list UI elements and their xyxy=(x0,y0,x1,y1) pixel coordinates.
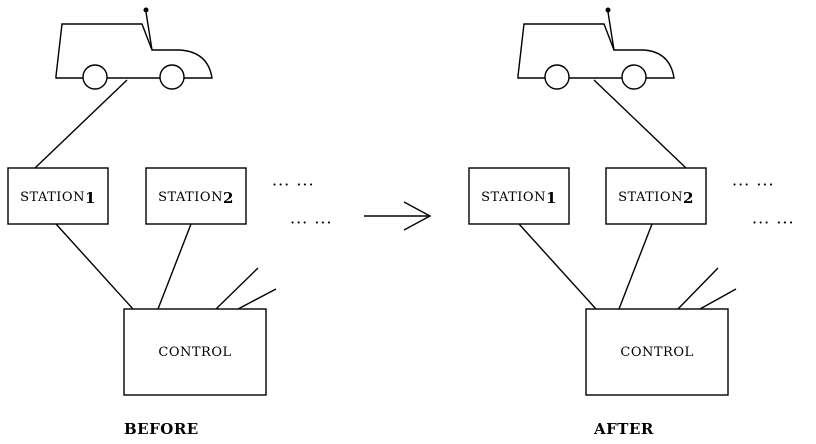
car-to-station2-line xyxy=(593,79,687,169)
control-label: CONTROL xyxy=(620,345,693,360)
station2-label: STATION2 xyxy=(158,189,234,207)
ellipsis-upper: ··· ··· xyxy=(732,175,775,194)
station1-box: STATION1 xyxy=(7,167,109,225)
station2-to-control-line xyxy=(618,223,653,310)
control-extra-line-1 xyxy=(215,267,259,310)
after-caption: AFTER xyxy=(593,420,654,438)
control-box: CONTROL xyxy=(123,308,267,396)
station2-box: STATION2 xyxy=(605,167,707,225)
car-icon xyxy=(517,7,675,90)
arrow-right-icon xyxy=(364,201,432,231)
station2-to-control-line xyxy=(157,223,192,310)
ellipsis-lower: ··· ··· xyxy=(752,213,795,232)
station1-box: STATION1 xyxy=(468,167,570,225)
station2-label: STATION2 xyxy=(618,189,694,207)
car-to-station1-line xyxy=(34,79,128,169)
station1-to-control-line xyxy=(518,223,597,310)
station2-box: STATION2 xyxy=(145,167,247,225)
control-extra-line-1 xyxy=(677,267,719,310)
control-box: CONTROL xyxy=(585,308,729,396)
car-icon xyxy=(55,7,213,90)
station1-label: STATION1 xyxy=(20,189,96,207)
station1-to-control-line xyxy=(55,223,134,310)
before-panel: STATION1 STATION2 ··· ··· ··· ··· CONTRO… xyxy=(7,7,333,438)
after-panel: STATION1 STATION2 ··· ··· ··· ··· CONTRO… xyxy=(468,7,795,438)
ellipsis-lower: ··· ··· xyxy=(290,213,333,232)
control-extra-line-2 xyxy=(237,288,277,310)
before-caption: BEFORE xyxy=(124,420,199,438)
station1-label: STATION1 xyxy=(481,189,557,207)
control-label: CONTROL xyxy=(158,345,231,360)
ellipsis-upper: ··· ··· xyxy=(272,175,315,194)
control-extra-line-2 xyxy=(699,288,737,310)
